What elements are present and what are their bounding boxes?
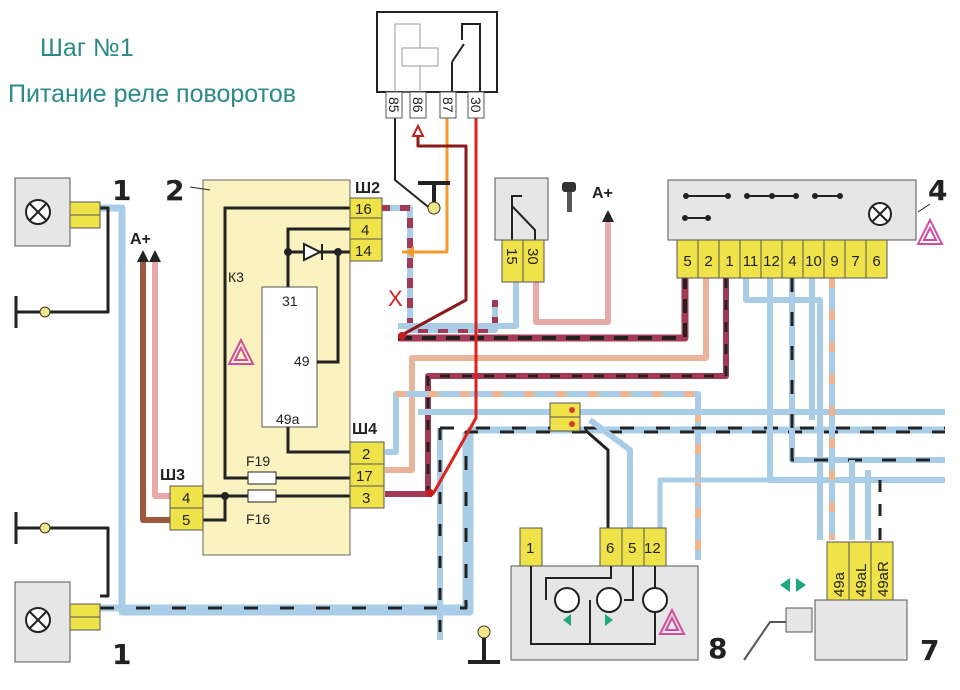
- relay-pin-30: 30: [468, 97, 484, 113]
- switch4-pin-box: [865, 239, 888, 279]
- fuse-f19-label: F19: [246, 453, 270, 469]
- ground-icon: [468, 638, 500, 664]
- svg-text:49aR: 49aR: [875, 561, 892, 597]
- svg-text:4: 4: [182, 490, 190, 507]
- relay-k3-label: К3: [228, 269, 244, 285]
- key-icon: [562, 182, 576, 212]
- k3-pin-49a: 49a: [276, 411, 300, 427]
- switch4-pin-6: 6: [872, 253, 880, 270]
- wire-pink-aplus: [152, 262, 175, 499]
- switch4-pin-2: 2: [704, 253, 712, 270]
- svg-text:16: 16: [355, 201, 372, 218]
- hazard-icon: [916, 217, 944, 245]
- lamp-number-1-top: 1: [112, 174, 131, 207]
- switch-number-4: 4: [928, 174, 947, 207]
- fault-mark: X: [388, 286, 403, 311]
- step-title: Шаг №1: [40, 34, 134, 62]
- diode-icon: [303, 242, 323, 262]
- wire-black-85: [394, 118, 433, 211]
- battery-plus-ignition: A+: [592, 185, 613, 202]
- switch4-pin-12: 12: [763, 253, 780, 270]
- svg-text:5: 5: [182, 512, 190, 529]
- battery-plus-left: A+: [130, 231, 151, 248]
- relay-pin-87: 87: [440, 97, 456, 113]
- relay-pins: 85 86 87 30: [385, 91, 485, 119]
- wire-pink-ignition: [533, 222, 611, 325]
- svg-text:5: 5: [628, 540, 636, 557]
- fuse-f16-label: F16: [246, 511, 270, 527]
- wire-darkred-86: [399, 128, 468, 338]
- k3-pin-49: 49: [294, 353, 310, 369]
- lamp-number-1-bottom: 1: [112, 638, 131, 671]
- switch4-pin-11: 11: [743, 253, 759, 270]
- diagram-subtitle: Питание реле поворотов: [8, 80, 297, 108]
- wire-blue-lamp-top: [100, 204, 945, 616]
- svg-text:4: 4: [361, 222, 369, 239]
- ignition-pin-30: 30: [524, 248, 541, 265]
- svg-text:1: 1: [526, 540, 534, 557]
- switch4-pin-7: 7: [851, 253, 859, 270]
- hazard-icon: [658, 607, 686, 635]
- connector-sh2-label: Ш2: [355, 180, 380, 197]
- svg-text:2: 2: [362, 446, 370, 463]
- indicator-lamps: [554, 587, 668, 613]
- svg-text:6: 6: [606, 540, 614, 557]
- switch4-pin-1: 1: [725, 253, 733, 270]
- svg-text:49a: 49a: [831, 571, 848, 597]
- connector-sh4: 2 17 3: [349, 441, 385, 509]
- k3-pin-31: 31: [282, 293, 298, 309]
- turn-signal-relay: 85 86 87 30: [376, 11, 498, 137]
- stalk-number-7: 7: [920, 634, 939, 667]
- ignition-switch: 15 30 A+: [494, 177, 614, 283]
- svg-text:17: 17: [356, 468, 373, 485]
- switch4-pin-5: 5: [683, 253, 691, 270]
- mounting-block-2: 2 К3 31 49 49a F19 F16 Ш2 16 4 1: [160, 174, 385, 556]
- wire-salmon-2: [385, 278, 709, 473]
- cluster-number-8: 8: [708, 632, 727, 665]
- svg-text:3: 3: [362, 490, 370, 507]
- turn-stalk-switch-7: 49a 49aL 49aR 7: [743, 541, 939, 667]
- instrument-cluster-8: 1 6 5 12 8: [510, 527, 727, 665]
- connector-sh2: 16 4 14: [349, 197, 383, 262]
- switch4-pin-9: 9: [830, 253, 838, 270]
- relay-pin-86: 86: [410, 97, 426, 113]
- turn-lamp-rear: 1: [14, 581, 131, 671]
- connector-sh3-label: Ш3: [160, 467, 185, 484]
- ignition-pin-15: 15: [503, 248, 520, 265]
- svg-text:14: 14: [355, 243, 372, 260]
- wire-redblack-1: [385, 278, 729, 497]
- switch4-pin-4: 4: [788, 253, 796, 270]
- hazard-icon: [227, 337, 255, 365]
- svg-text:49aL: 49aL: [853, 564, 870, 597]
- wire-redblack-16: [380, 205, 498, 333]
- turn-lamp-front: 1: [14, 174, 131, 247]
- relay-pin-85: 85: [386, 97, 402, 113]
- arrows-left-right-icon: [780, 578, 806, 592]
- arrow-left-icon: [563, 614, 571, 626]
- ground-icon: [418, 181, 450, 202]
- block-number-2: 2: [165, 174, 184, 207]
- switch4-pin-10: 10: [805, 253, 822, 270]
- fuse-f19: [247, 471, 277, 485]
- wire-redblack-main: [398, 278, 689, 342]
- wire-orange-87: [402, 118, 449, 254]
- wire-red-30: [431, 118, 478, 495]
- wire-brown-aplus: [140, 262, 175, 523]
- wires: [45, 118, 945, 640]
- fuse-f16: [247, 489, 277, 503]
- connector-sh3: 4 5: [169, 485, 204, 531]
- connector-sh4-label: Ш4: [352, 421, 377, 438]
- arrow-up-86-icon: [411, 123, 425, 137]
- svg-text:12: 12: [644, 540, 661, 557]
- arrow-right-icon: [605, 614, 613, 626]
